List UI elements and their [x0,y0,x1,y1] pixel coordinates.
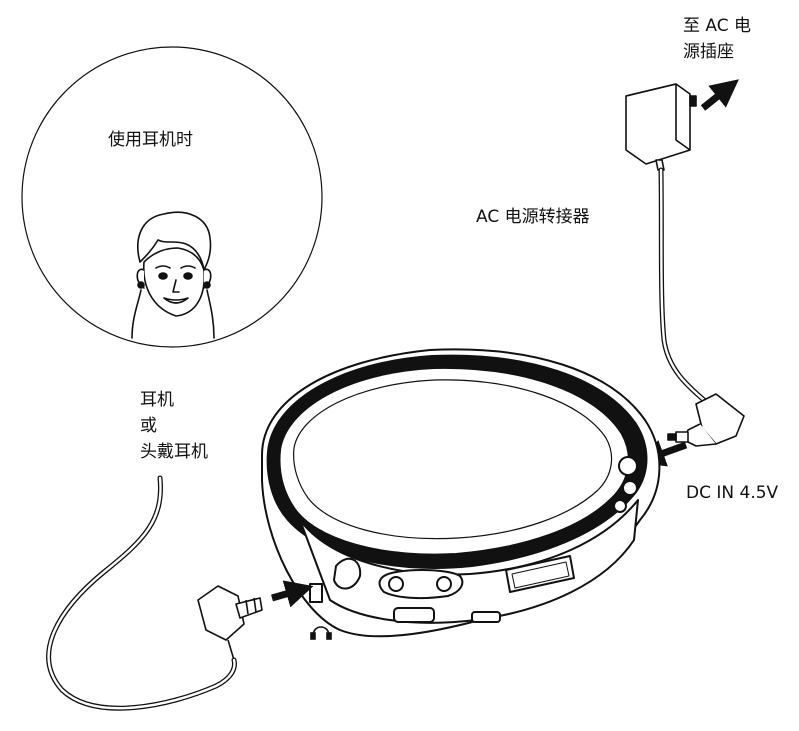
headphone-usage-inset [21,46,323,348]
outlet-label: 至 AC 电 源插座 [683,13,751,65]
outlet-label-line2: 源插座 [683,42,734,62]
earphones-label: 耳机 或 头戴耳机 [140,387,208,465]
ac-adapter [625,83,697,171]
earphones-label-line1: 耳机 [140,390,174,410]
headphone-usage-caption: 使用耳机时 [108,130,193,150]
earphones-label-line3: 头戴耳机 [140,442,208,462]
earphones-label-line2: 或 [140,416,157,436]
headphone-plug [197,585,263,661]
outlet-arrow [700,79,739,111]
headphone-icon [310,626,332,640]
portable-cd-player [261,348,661,638]
headphone-jack-arrow [271,580,314,608]
dc-plug [667,393,745,447]
dc-in-label: DC IN 4.5V [686,483,779,503]
ac-adapter-label: AC 电源转接器 [476,207,590,227]
adapter-cable [658,167,707,403]
face-with-earphones-icon [131,211,215,339]
outlet-label-line1: 至 AC 电 [683,16,752,36]
